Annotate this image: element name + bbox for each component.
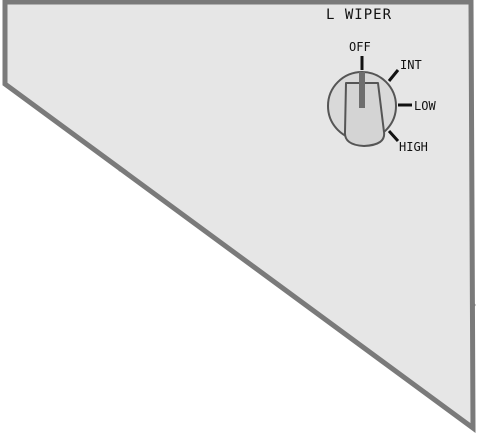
knob-grip[interactable] — [343, 82, 386, 147]
tick-int — [387, 69, 400, 82]
rivet — [425, 391, 429, 395]
rivet — [118, 168, 122, 172]
knob-pointer — [359, 72, 365, 108]
position-label-off: OFF — [349, 40, 371, 54]
wiper-rotary-knob[interactable] — [327, 71, 397, 147]
rivet — [276, 283, 280, 287]
position-label-int: INT — [400, 58, 422, 72]
tick-high — [387, 129, 400, 143]
position-label-high: HIGH — [399, 140, 428, 154]
panel-title: L WIPER — [326, 7, 393, 23]
rivet — [472, 303, 476, 307]
position-label-low: LOW — [414, 99, 436, 113]
